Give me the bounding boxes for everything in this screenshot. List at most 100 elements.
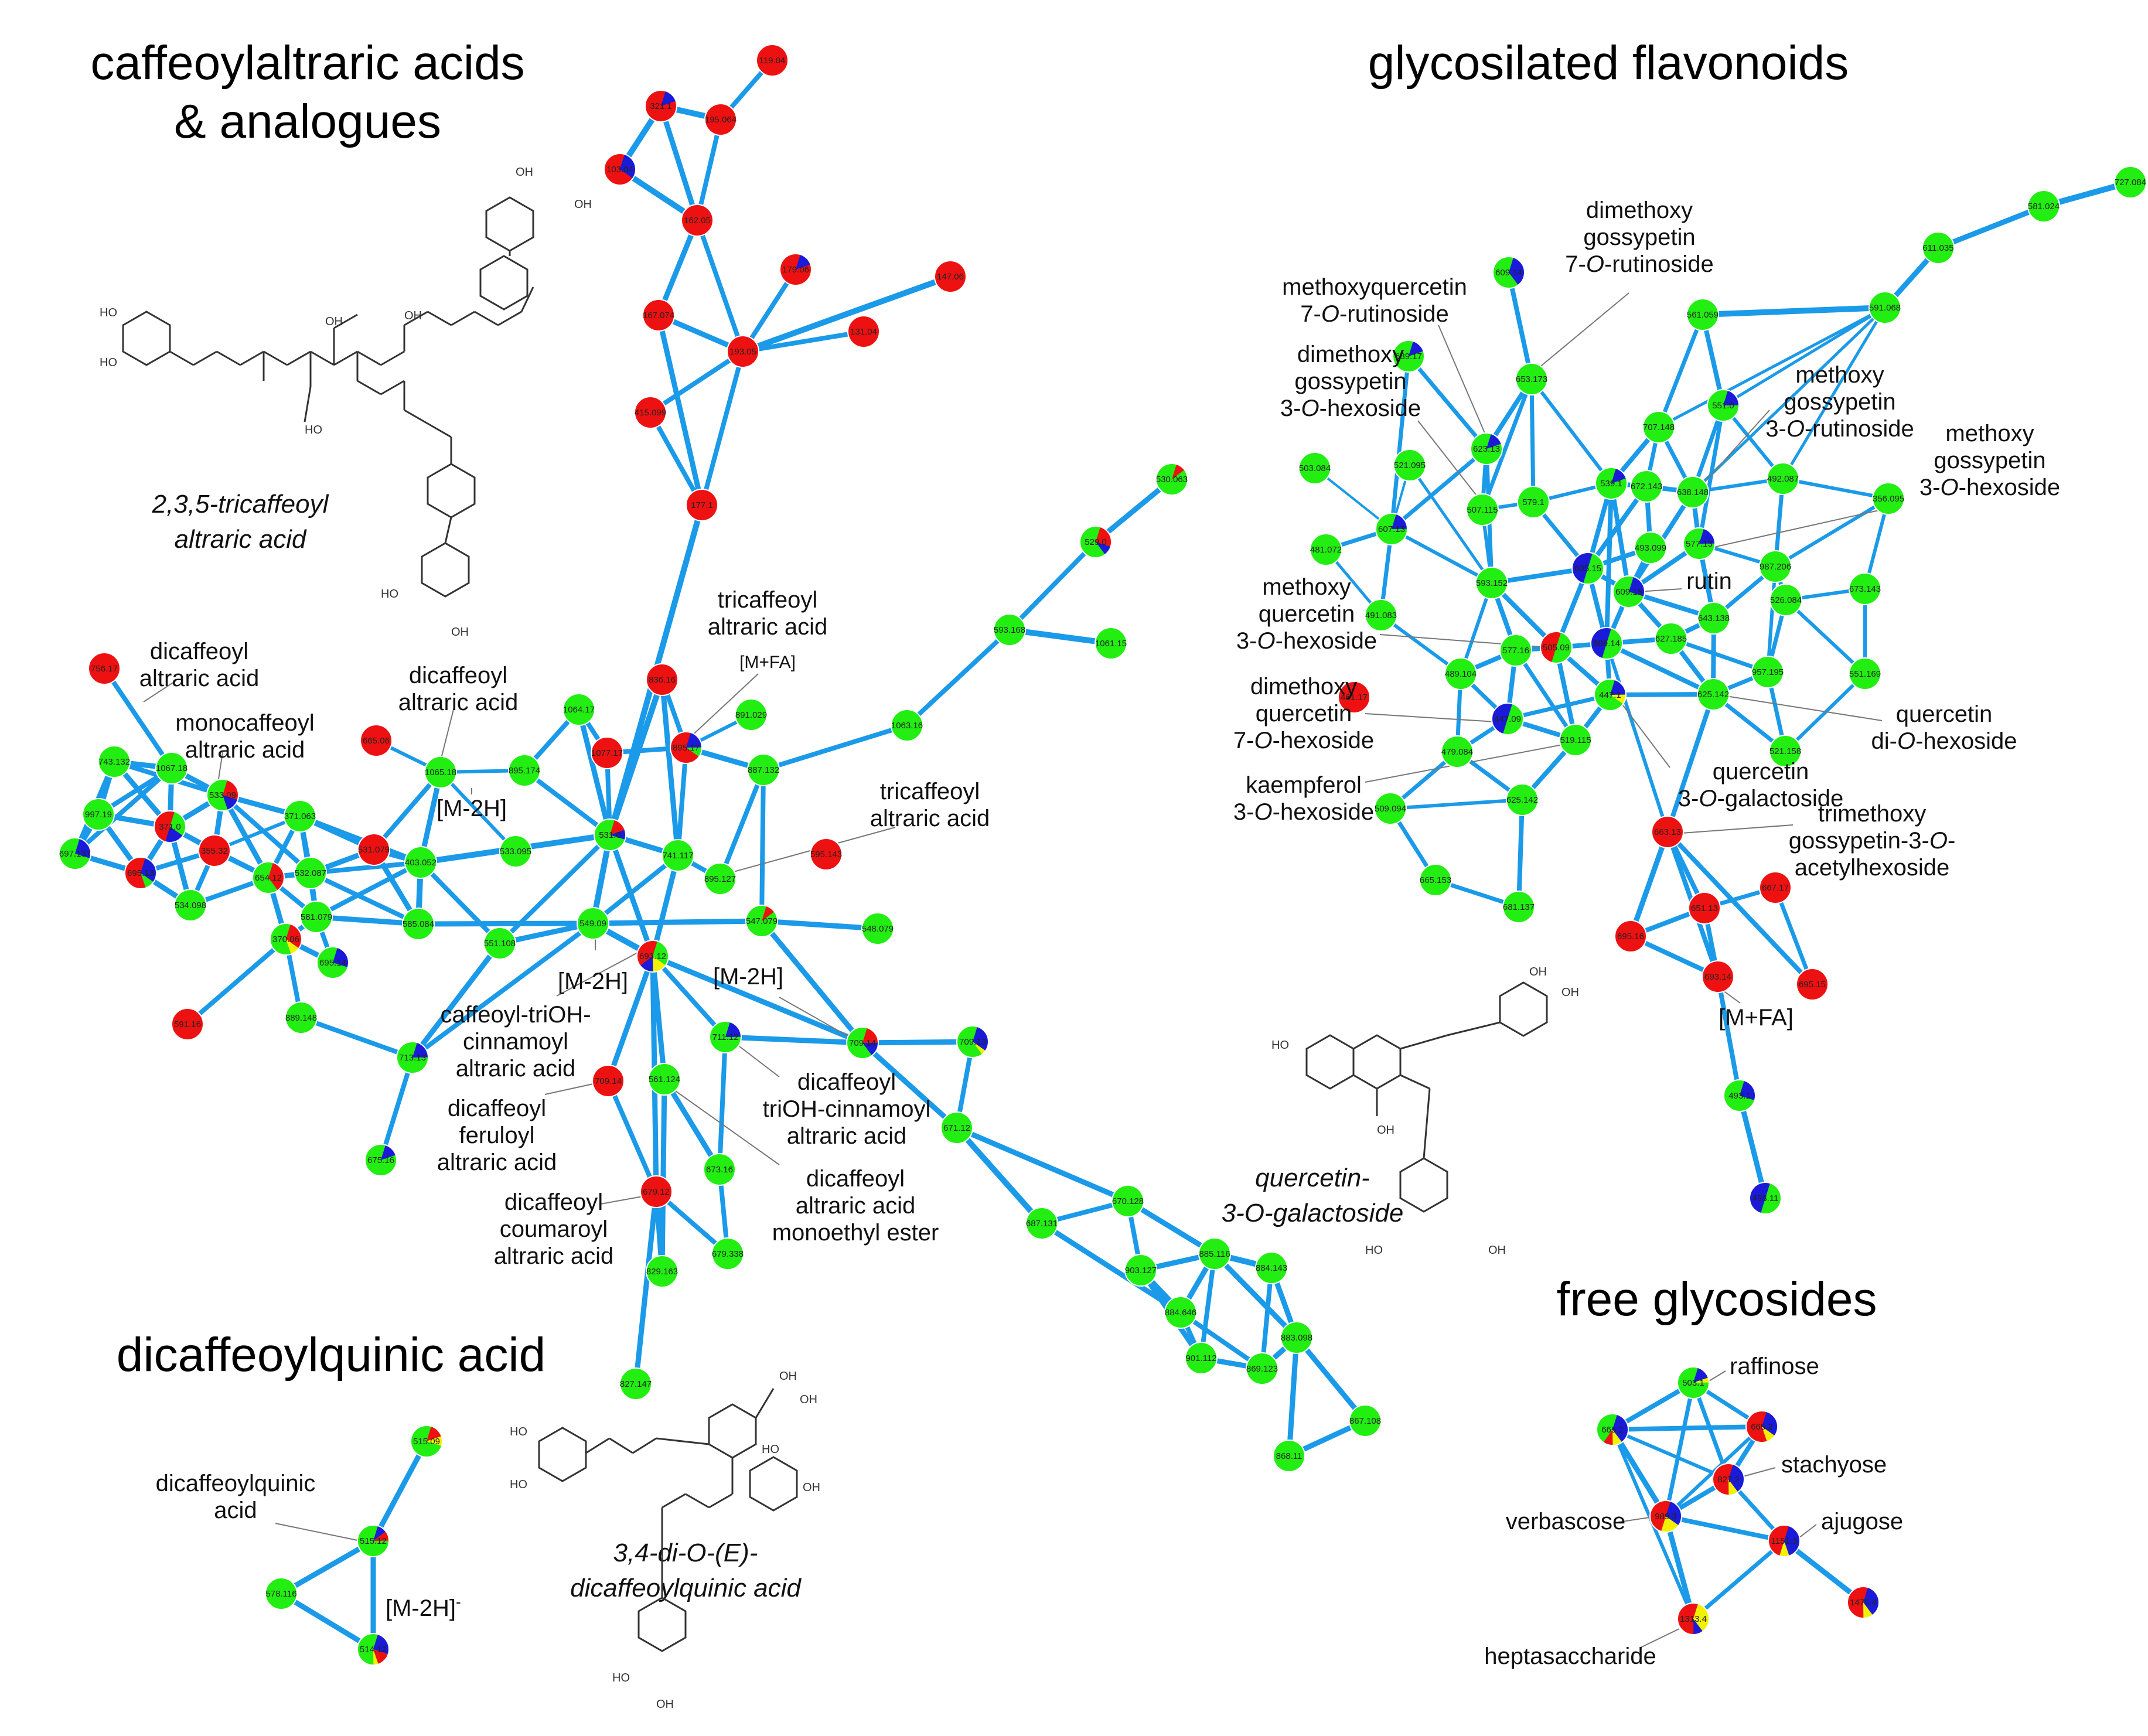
network-node[interactable]: 625.142 bbox=[1506, 783, 1539, 816]
network-node[interactable]: 827.2 bbox=[1712, 1463, 1745, 1496]
network-node[interactable]: 665.2 bbox=[1745, 1410, 1778, 1443]
network-node[interactable]: 665.153 bbox=[1419, 864, 1452, 896]
network-node[interactable]: 548.079 bbox=[861, 912, 894, 945]
network-node[interactable]: 868.11 bbox=[1273, 1440, 1305, 1472]
network-node[interactable]: 591.068 bbox=[1869, 291, 1901, 324]
network-node[interactable]: 549.09 bbox=[577, 907, 609, 940]
network-node[interactable]: 551.169 bbox=[1849, 657, 1881, 690]
network-node[interactable]: 577.16 bbox=[1499, 634, 1532, 667]
network-node[interactable]: 623.13 bbox=[1470, 432, 1503, 465]
network-node[interactable]: 585.084 bbox=[402, 908, 435, 940]
network-node[interactable]: 1151.3 bbox=[1768, 1524, 1801, 1557]
network-node[interactable]: 321.1 bbox=[645, 90, 677, 122]
network-node[interactable]: 709.14 bbox=[846, 1026, 879, 1059]
network-node[interactable]: 667.17 bbox=[1759, 871, 1792, 904]
network-node[interactable]: 713.13 bbox=[396, 1041, 429, 1074]
network-node[interactable]: 547.079 bbox=[745, 905, 778, 937]
network-node[interactable]: 891.029 bbox=[735, 698, 768, 731]
network-node[interactable]: 687.131 bbox=[1025, 1207, 1058, 1240]
network-node[interactable]: 681.137 bbox=[1502, 891, 1535, 923]
network-node[interactable]: 1077.17 bbox=[591, 736, 623, 769]
network-node[interactable]: 131.04 bbox=[847, 315, 880, 348]
network-node[interactable]: 147.06 bbox=[934, 260, 967, 293]
network-node[interactable]: 1475.4 bbox=[1847, 1586, 1880, 1619]
network-node[interactable]: 743.132 bbox=[98, 745, 131, 778]
network-node[interactable]: 531.0 bbox=[594, 818, 626, 851]
network-node[interactable]: 493.099 bbox=[1634, 531, 1667, 564]
network-node[interactable]: 491.083 bbox=[1365, 599, 1397, 632]
network-node[interactable]: 509.094 bbox=[1374, 792, 1407, 825]
network-node[interactable]: 697.137 bbox=[59, 837, 91, 870]
network-node[interactable]: 695.14 bbox=[316, 946, 349, 979]
network-node[interactable]: 695.15 bbox=[1796, 968, 1829, 1001]
network-node[interactable]: 611.035 bbox=[1922, 231, 1955, 264]
network-node[interactable]: 356.095 bbox=[1872, 482, 1905, 515]
network-node[interactable]: 672.143 bbox=[1630, 470, 1663, 503]
network-node[interactable]: 579.1 bbox=[1517, 486, 1550, 519]
network-node[interactable]: 514.12 bbox=[357, 1633, 390, 1666]
network-node[interactable]: 607.13 bbox=[1375, 513, 1408, 545]
network-node[interactable]: 526.084 bbox=[1769, 584, 1802, 616]
network-node[interactable]: 1064.17 bbox=[562, 693, 595, 726]
network-node[interactable]: 997.19 bbox=[82, 798, 115, 831]
network-node[interactable]: 551.108 bbox=[483, 927, 516, 960]
network-node[interactable]: 103.04 bbox=[604, 153, 636, 186]
network-node[interactable]: 561.059 bbox=[1686, 298, 1719, 331]
network-node[interactable]: 653.173 bbox=[1515, 363, 1548, 395]
network-node[interactable]: 987.206 bbox=[1759, 550, 1792, 583]
network-node[interactable]: 415.099 bbox=[634, 396, 667, 429]
network-node[interactable]: 673.143 bbox=[1849, 572, 1881, 605]
network-node[interactable]: 492.087 bbox=[1767, 462, 1799, 495]
network-node[interactable]: 530.063 bbox=[1155, 463, 1188, 496]
network-node[interactable]: 534.098 bbox=[174, 889, 207, 922]
network-node[interactable]: 609.15 bbox=[1612, 575, 1645, 608]
network-node[interactable]: 707.148 bbox=[1642, 411, 1675, 444]
network-node[interactable]: 119.04 bbox=[756, 44, 789, 77]
network-node[interactable]: 609.14 bbox=[1590, 627, 1623, 660]
network-node[interactable]: 479.084 bbox=[1441, 735, 1474, 768]
network-node[interactable]: 551.0 bbox=[1707, 389, 1740, 422]
network-node[interactable]: 591.16 bbox=[171, 1008, 204, 1041]
network-node[interactable]: 727.084 bbox=[2114, 166, 2147, 199]
network-node[interactable]: 884.646 bbox=[1164, 1296, 1197, 1329]
network-node[interactable]: 638.148 bbox=[1676, 476, 1709, 509]
network-node[interactable]: 989.3 bbox=[1649, 1500, 1682, 1533]
network-node[interactable]: 481.072 bbox=[1310, 533, 1342, 566]
network-node[interactable]: 533.095 bbox=[499, 835, 532, 868]
network-node[interactable]: 581.079 bbox=[300, 901, 333, 933]
network-node[interactable]: 531.079 bbox=[357, 833, 390, 866]
network-node[interactable]: 493.1 bbox=[1723, 1079, 1756, 1112]
network-node[interactable]: 867.108 bbox=[1349, 1404, 1382, 1437]
network-node[interactable]: 903.127 bbox=[1124, 1254, 1157, 1287]
network-node[interactable]: 887.132 bbox=[747, 753, 780, 786]
network-node[interactable]: 709.14 bbox=[592, 1065, 625, 1097]
network-node[interactable]: 957.195 bbox=[1751, 656, 1784, 688]
network-node[interactable]: 503.084 bbox=[1298, 452, 1331, 485]
network-node[interactable]: 869.123 bbox=[1246, 1352, 1278, 1385]
network-node[interactable]: 651.13 bbox=[1688, 892, 1721, 925]
network-node[interactable]: 609.14 bbox=[1492, 256, 1525, 289]
network-node[interactable]: 895.17 bbox=[670, 731, 703, 764]
network-node[interactable]: 493.11 bbox=[1749, 1182, 1782, 1215]
network-node[interactable]: 355.32 bbox=[198, 834, 231, 867]
network-node[interactable]: 461.17 bbox=[1338, 681, 1370, 714]
network-node[interactable]: 695.16 bbox=[1614, 920, 1647, 953]
network-node[interactable]: 515.12 bbox=[357, 1524, 390, 1557]
network-node[interactable]: 665.06 bbox=[360, 724, 393, 757]
network-node[interactable]: 673.16 bbox=[703, 1153, 736, 1186]
network-node[interactable]: 711.12 bbox=[709, 1021, 742, 1053]
network-node[interactable]: 539.1 bbox=[1595, 467, 1628, 500]
network-node[interactable]: 371.0 bbox=[154, 810, 186, 843]
network-node[interactable]: 675.16 bbox=[364, 1144, 397, 1176]
network-node[interactable]: 577.13 bbox=[1683, 527, 1716, 560]
network-node[interactable]: 521.158 bbox=[1769, 735, 1802, 768]
network-node[interactable]: 884.143 bbox=[1255, 1251, 1288, 1284]
network-node[interactable]: 756.17 bbox=[88, 652, 121, 685]
network-node[interactable]: 519.115 bbox=[1559, 724, 1592, 756]
network-node[interactable]: 447.1 bbox=[1594, 678, 1627, 711]
network-node[interactable]: 507.115 bbox=[1466, 493, 1499, 526]
network-node[interactable]: 529.0 bbox=[1079, 526, 1112, 558]
network-node[interactable]: 179.06 bbox=[779, 253, 812, 286]
network-node[interactable]: 177.1 bbox=[686, 489, 718, 521]
network-node[interactable]: 741.117 bbox=[662, 839, 694, 872]
